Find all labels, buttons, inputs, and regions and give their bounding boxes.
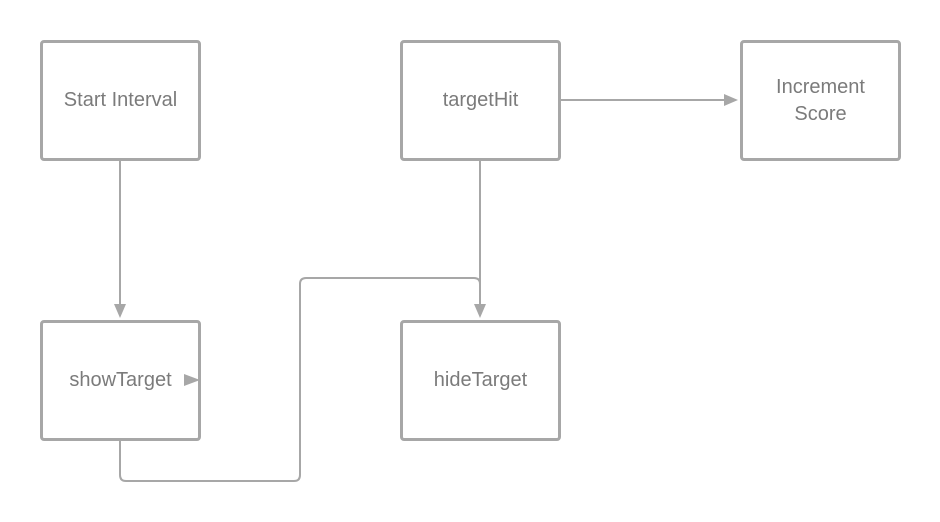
node-show-target[interactable]: showTarget <box>40 320 201 441</box>
edge-start-to-show <box>114 161 126 318</box>
arrowhead-down-icon <box>114 304 126 318</box>
node-start-interval[interactable]: Start Interval <box>40 40 201 161</box>
node-label: hideTarget <box>433 369 528 391</box>
node-label: showTarget <box>69 369 172 391</box>
node-label: Increment Score <box>776 75 865 125</box>
arrowhead-right-icon <box>184 374 200 386</box>
node-increment-score[interactable]: Increment Score <box>740 40 901 161</box>
node-label: Start Interval <box>63 89 178 111</box>
node-hide-target[interactable]: hideTarget <box>400 320 561 441</box>
arrowhead-down-icon <box>474 304 486 318</box>
node-label: targetHit <box>442 89 519 111</box>
node-target-hit[interactable]: targetHit <box>400 40 561 161</box>
arrowhead-right-icon <box>724 94 738 106</box>
edge-hit-to-score <box>561 94 738 106</box>
edge-show-to-hide <box>119 277 486 482</box>
